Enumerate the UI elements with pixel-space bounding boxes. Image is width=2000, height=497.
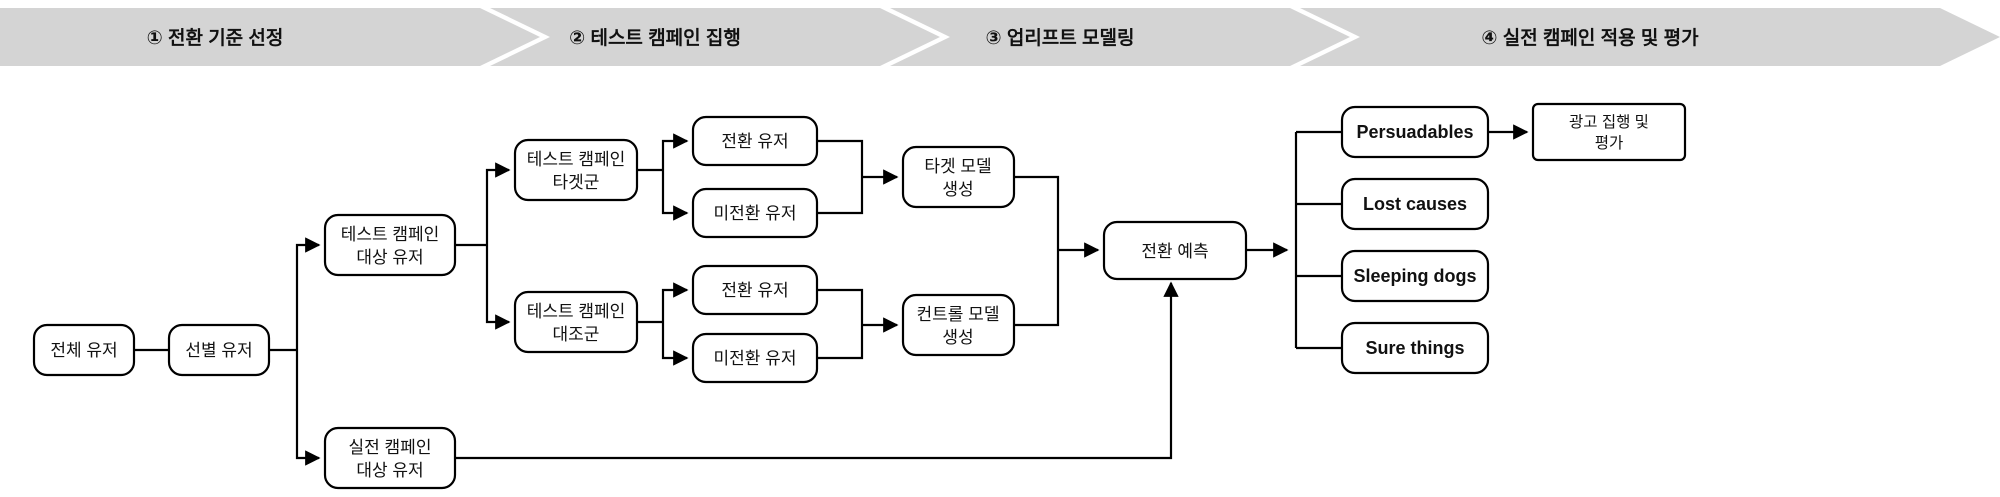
node-all-users[interactable]: 전체 유저: [32, 323, 136, 377]
node-control-model-label-1: 컨트롤 모델: [917, 305, 1000, 324]
edge-control-group-to-not-converted: [661, 322, 689, 366]
node-segment-persuadables-label: Persuadables: [1356, 122, 1473, 142]
node-test-target-group-label-1: 테스트 캠페인: [527, 150, 626, 169]
edge-target-not-converted-merge: [817, 177, 864, 215]
node-ad-execution-eval-label-2: 평가: [1595, 134, 1624, 152]
node-test-campaign-users[interactable]: 테스트 캠페인 대상 유저: [323, 213, 457, 277]
node-target-converted-label: 전환 유저: [721, 132, 788, 151]
edge-target-converted-merge: [817, 139, 864, 177]
phase-chevron-4: ④ 실전 캠페인 적용 및 평가: [1300, 8, 2000, 66]
edge-control-not-converted-merge: [817, 325, 864, 360]
node-segment-lost-causes[interactable]: Lost causes: [1340, 177, 1490, 231]
phase-chevron-2: ② 테스트 캠페인 집행: [490, 8, 940, 66]
node-test-campaign-users-label-1: 테스트 캠페인: [341, 225, 440, 244]
node-segment-sure-things-label: Sure things: [1365, 338, 1464, 358]
node-control-not-converted-label: 미전환 유저: [714, 349, 797, 368]
node-segment-sleeping-dogs[interactable]: Sleeping dogs: [1340, 249, 1490, 303]
node-conversion-prediction-label: 전환 예측: [1141, 242, 1208, 261]
node-target-converted[interactable]: 전환 유저: [691, 115, 819, 167]
node-test-target-group-label-2: 타겟군: [553, 173, 600, 192]
node-target-not-converted-label: 미전환 유저: [714, 204, 797, 223]
node-test-control-group-label-1: 테스트 캠페인: [527, 302, 626, 321]
edge-test-users-to-target-group: [485, 162, 511, 245]
node-live-campaign-users-label-1: 실전 캠페인: [349, 438, 432, 457]
node-target-model-label-2: 생성: [942, 180, 973, 199]
edge-selected-to-test-users: [295, 237, 321, 350]
node-segment-persuadables[interactable]: Persuadables: [1340, 105, 1490, 159]
node-live-campaign-users-label-2: 대상 유저: [356, 461, 423, 480]
node-target-model[interactable]: 타겟 모델 생성: [901, 145, 1016, 209]
node-selected-users-label: 선별 유저: [185, 341, 252, 360]
node-segment-sleeping-dogs-label: Sleeping dogs: [1353, 266, 1476, 286]
node-control-model[interactable]: 컨트롤 모델 생성: [901, 293, 1016, 357]
node-selected-users[interactable]: 선별 유저: [167, 323, 271, 377]
node-ad-execution-eval-label-1: 광고 집행 및: [1569, 113, 1649, 131]
node-test-control-group-label-2: 대조군: [553, 325, 600, 344]
node-control-not-converted[interactable]: 미전환 유저: [691, 332, 819, 384]
node-test-target-group[interactable]: 테스트 캠페인 타겟군: [513, 138, 639, 202]
phase-chevron-2-label: ② 테스트 캠페인 집행: [569, 27, 741, 49]
node-all-users-label: 전체 유저: [50, 341, 117, 360]
node-control-converted[interactable]: 전환 유저: [691, 264, 819, 316]
edge-live-users-to-prediction: [455, 281, 1179, 460]
phase-chevron-4-label: ④ 실전 캠페인 적용 및 평가: [1481, 27, 1699, 49]
edge-target-group-to-not-converted: [661, 170, 689, 221]
node-test-campaign-users-label-2: 대상 유저: [356, 248, 423, 267]
node-target-not-converted[interactable]: 미전환 유저: [691, 187, 819, 239]
node-conversion-prediction[interactable]: 전환 예측: [1102, 220, 1248, 281]
node-control-model-label-2: 생성: [942, 328, 973, 347]
node-test-control-group[interactable]: 테스트 캠페인 대조군: [513, 290, 639, 354]
node-live-campaign-users[interactable]: 실전 캠페인 대상 유저: [323, 426, 457, 490]
edge-control-model-to-prediction: [1014, 250, 1060, 327]
phase-chevron-1-label: ① 전환 기준 선정: [147, 27, 284, 49]
node-segment-sure-things[interactable]: Sure things: [1340, 321, 1490, 375]
edge-selected-to-live-users: [295, 350, 321, 466]
phase-chevron-1: ① 전환 기준 선정: [0, 8, 540, 66]
node-target-model-label-1: 타겟 모델: [924, 157, 991, 176]
node-ad-execution-eval[interactable]: 광고 집행 및 평가: [1531, 102, 1687, 162]
node-control-converted-label: 전환 유저: [721, 281, 788, 300]
edge-target-model-to-prediction: [1014, 175, 1060, 250]
node-segment-lost-causes-label: Lost causes: [1363, 194, 1467, 214]
phase-chevron-3: ③ 업리프트 모델링: [890, 8, 1350, 66]
edge-control-converted-merge: [817, 288, 864, 325]
phase-chevron-3-label: ③ 업리프트 모델링: [985, 27, 1134, 49]
edge-control-group-to-converted: [661, 282, 689, 322]
edge-test-users-to-control-group: [485, 245, 511, 330]
edge-target-group-to-converted: [661, 133, 689, 170]
